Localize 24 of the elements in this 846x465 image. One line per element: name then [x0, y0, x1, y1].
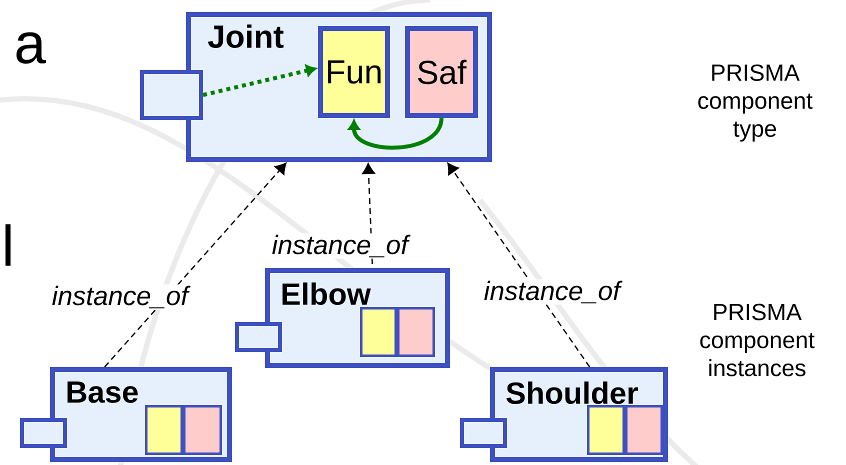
aspect-box [183, 405, 222, 455]
port-box [140, 70, 203, 120]
caption-text: PRISMA component instances [700, 304, 815, 376]
port-box [20, 418, 67, 448]
aspect-box [587, 405, 625, 455]
a-letter: a [16, 32, 46, 64]
aspect-box: Fun [318, 26, 390, 118]
arrow [202, 64, 316, 97]
edge-label: instance_of [270, 233, 410, 259]
edge-label: instance_of [482, 279, 622, 305]
aspect-box [397, 307, 435, 357]
arrow [362, 163, 375, 264]
port-box [235, 322, 282, 352]
caption-text: PRISMA component type [698, 64, 813, 142]
arrow [348, 118, 444, 150]
port-box [460, 418, 507, 448]
aspect-box [145, 405, 183, 455]
arrow [447, 162, 590, 368]
aspect-box [625, 405, 663, 455]
l-letter: l [6, 224, 11, 266]
aspect-box: Saf [405, 26, 478, 118]
aspect-box [360, 307, 398, 357]
edge-label: instance_of [50, 284, 190, 310]
arrow [104, 162, 286, 368]
